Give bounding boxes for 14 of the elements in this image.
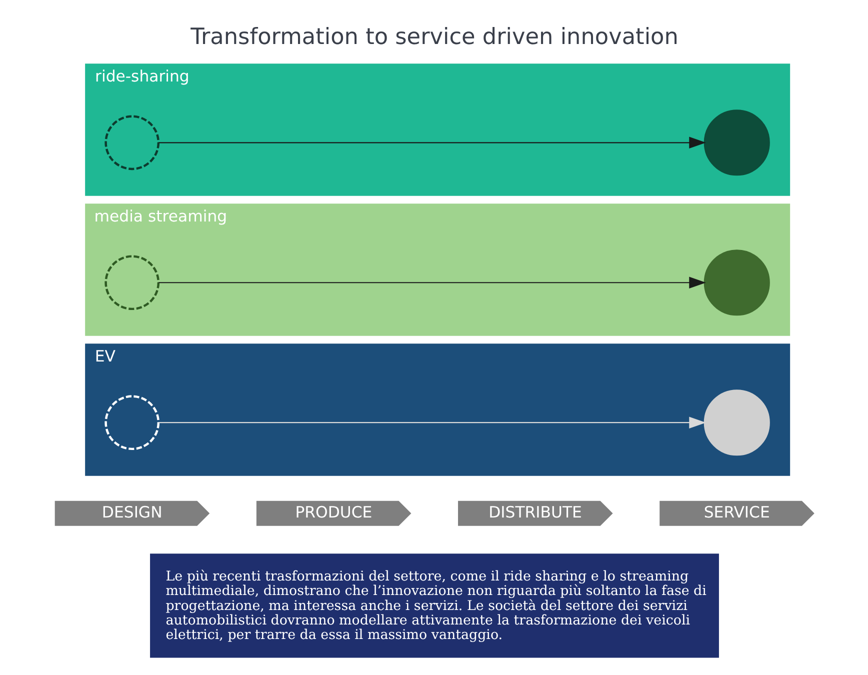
arrow [158,136,706,149]
node-circle [104,395,160,450]
node-circle [104,115,160,170]
node-circle [104,255,160,310]
cluster: EV [84,344,790,476]
node-circle [703,390,770,456]
cluster: ride-sharing [84,64,790,196]
caption: Le più recenti trasformazioni del settore, come il ride sharing e lo streaming multimediale, dimostrano che l’innovazione non riguarda più soltanto la fase di progettazione, ma interessa anche i servizi. Le società del settore dei servizi automobilistici dovranno modellare attivamente la trasformazione dei veicoli elettrici, per trarre da essa il massimo vantaggio. [165,570,706,643]
diagram-title: Transformation to service driven innovation [190,24,678,50]
arrow [158,276,706,288]
node-circle [703,250,770,316]
node-circle [703,110,770,176]
arrow [158,416,706,428]
cluster: media streaming [84,204,790,336]
